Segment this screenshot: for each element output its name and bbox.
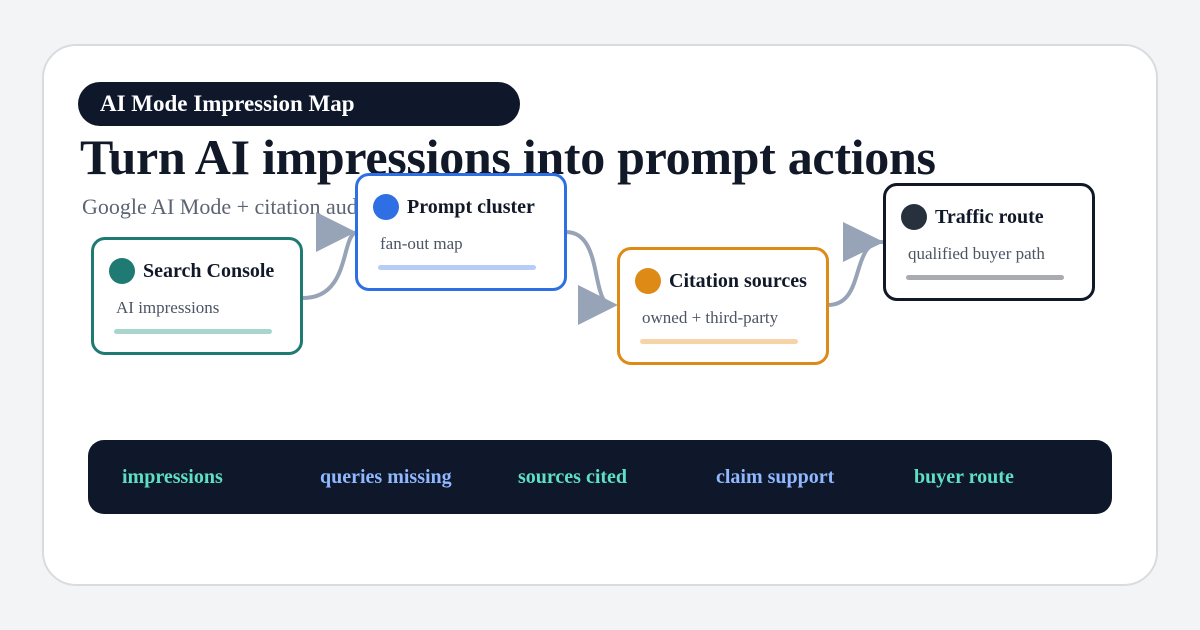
node-dot-icon (373, 194, 399, 220)
metrics-strip: impressions queries missing sources cite… (88, 440, 1112, 514)
node-accent-bar (906, 275, 1064, 280)
subtitle: Google AI Mode + citation audit (82, 194, 370, 219)
node-description: AI impressions (116, 298, 220, 317)
connector-console-to-cluster (301, 230, 360, 300)
metric-claim-support: claim support (716, 466, 835, 488)
node-description: fan-out map (380, 234, 463, 253)
metric-impressions: impressions (122, 466, 223, 488)
node-traffic-route: Traffic route qualified buyer path (883, 183, 1095, 301)
arrowhead-console-to-cluster (316, 212, 356, 252)
title-badge-label: AI Mode Impression Map (100, 91, 355, 116)
arrowhead-cluster-to-citation (578, 285, 618, 325)
node-citation-sources: Citation sources owned + third-party (617, 247, 829, 365)
node-search-console: Search Console AI impressions (91, 237, 303, 355)
node-description: owned + third-party (642, 308, 779, 327)
node-description: qualified buyer path (908, 244, 1045, 263)
node-dot-icon (635, 268, 661, 294)
node-prompt-cluster: Prompt cluster fan-out map (355, 173, 567, 291)
node-accent-bar (640, 339, 798, 344)
node-dot-icon (109, 258, 135, 284)
node-title: Prompt cluster (407, 196, 535, 218)
node-dot-icon (901, 204, 927, 230)
metric-sources-cited: sources cited (518, 466, 628, 488)
metric-buyer-route: buyer route (914, 466, 1014, 488)
node-accent-bar (114, 329, 272, 334)
metric-queries-missing: queries missing (320, 466, 452, 488)
title-badge: AI Mode Impression Map (78, 82, 520, 126)
node-accent-bar (378, 265, 536, 270)
node-title: Traffic route (935, 206, 1044, 228)
node-title: Search Console (143, 260, 275, 282)
node-title: Citation sources (669, 270, 807, 292)
arrowhead-citation-to-traffic (843, 222, 884, 262)
